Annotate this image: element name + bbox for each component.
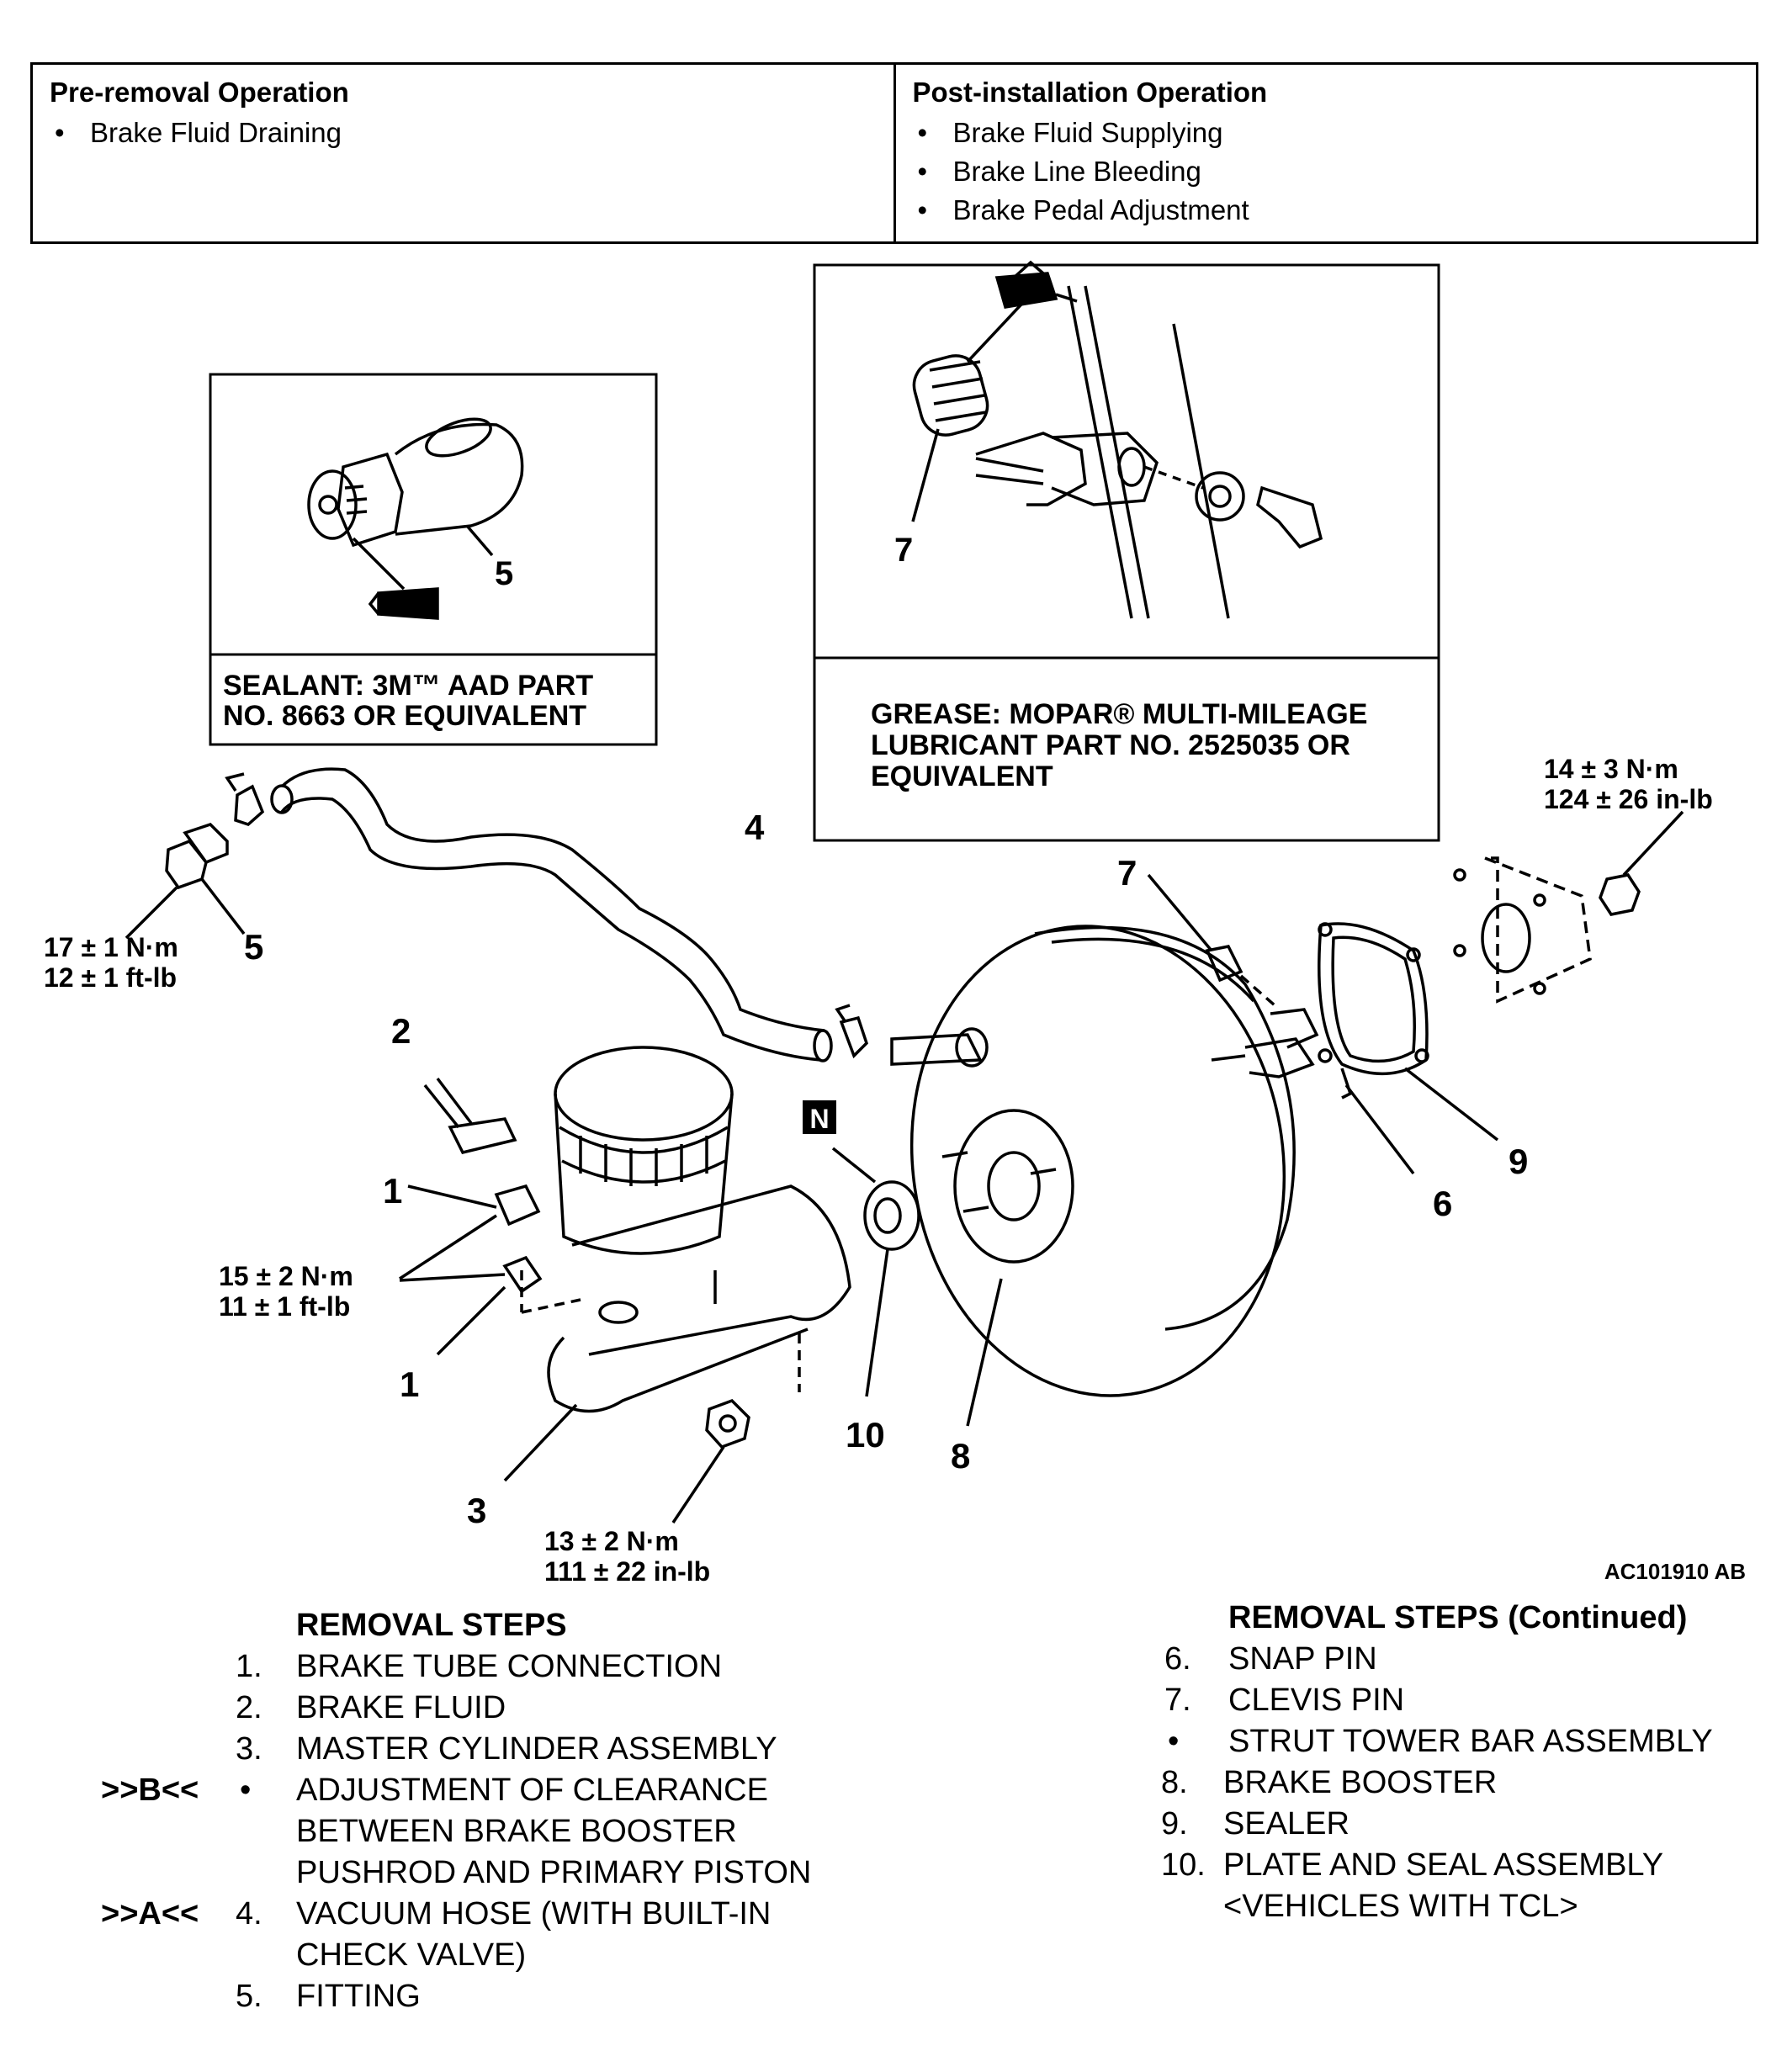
grease-inset: 7 GREASE: MOPAR® MULTI-MILEAGE LUBRICANT…: [813, 260, 1440, 842]
removal-step-row: CHECK VALVE): [296, 1937, 527, 1973]
post-installation-item: Brake Pedal Adjustment: [913, 191, 1740, 230]
removal-step-row: <VEHICLES WITH TCL>: [1223, 1889, 1578, 1924]
vacuum-hose: [225, 767, 869, 1062]
sealant-callout-line1: SEALANT: 3M™ AAD PART: [223, 670, 593, 702]
torque-fitting-nm: 17 ± 1 N·m: [44, 932, 178, 962]
part-label-2: 2: [391, 1011, 411, 1051]
pre-removal-item: Brake Fluid Draining: [50, 114, 877, 152]
inset-label-7: 7: [894, 532, 913, 569]
removal-step-row: 8. BRAKE BOOSTER: [1161, 1765, 1498, 1800]
removal-step-row: BETWEEN BRAKE BOOSTER: [296, 1814, 737, 1849]
torque-booster-nm: 14 ± 3 N·m: [1544, 754, 1678, 784]
part-label-7: 7: [1117, 853, 1137, 893]
removal-steps-left: REMOVAL STEPS 1. BRAKE TUBE CONNECTION 2…: [101, 1605, 909, 2017]
small-parts: [399, 1077, 920, 1524]
pre-removal-column: Pre-removal Operation Brake Fluid Draini…: [33, 65, 894, 241]
sealant-inset: 5 SEALANT: 3M™ AAD PART NO. 8663 OR EQUI…: [209, 373, 658, 746]
brake-booster: [890, 873, 1319, 1427]
part-label-9: 9: [1509, 1142, 1528, 1181]
n-badge: [803, 1100, 836, 1134]
removal-step-row: >>B<< • ADJUSTMENT OF CLEARANCE: [101, 1773, 768, 1808]
inset-label-5: 5: [495, 555, 513, 592]
removal-step-row: • STRUT TOWER BAR ASSEMBLY: [1168, 1724, 1713, 1759]
brake-booster-diagram: 5 SEALANT: 3M™ AAD PART NO. 8663 OR EQUI…: [44, 260, 1746, 1587]
part-label-3: 3: [467, 1491, 486, 1530]
removal-step-row: 1. BRAKE TUBE CONNECTION: [236, 1649, 723, 1684]
part-label-1-upper: 1: [383, 1171, 402, 1211]
torque-nut-inlb: 111 ± 22 in-lb: [544, 1556, 710, 1587]
n-badge-label: N: [809, 1104, 829, 1134]
part-label-10: 10: [846, 1415, 885, 1455]
part-label-4: 4: [745, 808, 765, 847]
operation-table: Pre-removal Operation Brake Fluid Draini…: [30, 62, 1758, 244]
clevis-drawing: [911, 260, 1323, 619]
sealer-and-plate: [1318, 810, 1684, 1175]
removal-step-row: >>A<< 4. VACUUM HOSE (WITH BUILT-IN: [101, 1896, 772, 1932]
part-label-5: 5: [244, 927, 263, 967]
removal-step-row: 7. CLEVIS PIN: [1164, 1683, 1405, 1718]
removal-step-row: 6. SNAP PIN: [1164, 1641, 1377, 1677]
removal-step-row: 2. BRAKE FLUID: [236, 1690, 506, 1725]
removal-step-row: PUSHROD AND PRIMARY PISTON: [296, 1855, 812, 1890]
part-label-8: 8: [951, 1436, 970, 1476]
fitting-drawing: [307, 417, 524, 620]
part-label-6: 6: [1433, 1184, 1452, 1223]
post-installation-item: Brake Line Bleeding: [913, 152, 1740, 191]
figure-id: AC101910 AB: [1604, 1559, 1746, 1584]
grease-callout-line2: LUBRICANT PART NO. 2525035 OR: [871, 729, 1350, 761]
removal-steps-continued-title: REMOVAL STEPS (Continued): [1228, 1600, 1688, 1635]
torque-fitting-ftlb: 12 ± 1 ft-lb: [44, 962, 177, 993]
torque-specs: 17 ± 1 N·m 12 ± 1 ft-lb 15 ± 2 N·m 11 ± …: [44, 754, 1713, 1587]
post-installation-item: Brake Fluid Supplying: [913, 114, 1740, 152]
torque-nut-nm: 13 ± 2 N·m: [544, 1526, 679, 1556]
removal-step-row: 5. FITTING: [236, 1979, 421, 2014]
pre-removal-title: Pre-removal Operation: [50, 77, 349, 108]
removal-steps-right: REMOVAL STEPS (Continued) 6. SNAP PIN 7.…: [1161, 1598, 1767, 1927]
post-installation-title: Post-installation Operation: [912, 77, 1268, 108]
grease-callout-line3: EQUIVALENT: [871, 760, 1053, 792]
sealant-callout-line2: NO. 8663 OR EQUIVALENT: [223, 700, 586, 732]
fitting-part: [125, 822, 246, 940]
part-labels: 4 5 2 1 1 3 10 8 7 6 9: [244, 808, 1528, 1530]
removal-step-row: 10. PLATE AND SEAL ASSEMBLY: [1161, 1847, 1664, 1883]
torque-booster-inlb: 124 ± 26 in-lb: [1544, 784, 1713, 814]
removal-step-row: 9. SEALER: [1161, 1806, 1350, 1841]
part-label-1-lower: 1: [400, 1365, 419, 1404]
torque-tube-ftlb: 11 ± 1 ft-lb: [219, 1291, 350, 1322]
removal-step-row: 3. MASTER CYLINDER ASSEMBLY: [236, 1731, 777, 1767]
grease-callout-line1: GREASE: MOPAR® MULTI-MILEAGE: [871, 698, 1367, 730]
post-installation-column: Post-installation Operation Brake Fluid …: [893, 65, 1757, 241]
master-cylinder: [503, 1046, 851, 1482]
torque-tube-nm: 15 ± 2 N·m: [219, 1261, 353, 1291]
removal-steps-title: REMOVAL STEPS: [296, 1608, 567, 1643]
